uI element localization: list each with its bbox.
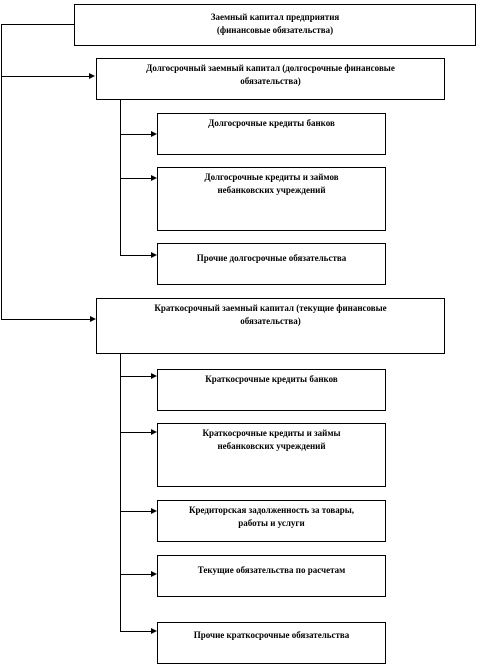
connector-short-child-2: [120, 432, 151, 433]
connector-short-child-5: [120, 631, 151, 632]
node-short-child-3-line2: работы и услуги: [238, 518, 305, 528]
node-short-term-line1: Краткосрочный заемный капитал (текущие ф…: [154, 303, 387, 313]
arrow-short-child-1: [151, 373, 157, 379]
connector-long-child-3: [120, 255, 151, 256]
node-short-term: Краткосрочный заемный капитал (текущие ф…: [96, 298, 445, 354]
node-short-child-2-line1: Краткосрочные кредиты и займы: [202, 428, 341, 438]
arrow-short-child-2: [151, 429, 157, 435]
arrow-short-term: [90, 316, 96, 322]
node-long-child-3-line1: Прочие долгосрочные обязательства: [196, 253, 347, 263]
connector-short-child-4: [120, 574, 151, 575]
arrow-long-child-3: [151, 252, 157, 258]
node-short-child-4-line1: Текущие обязательства по расчетам: [197, 565, 346, 575]
node-short-child-5: Прочие краткосрочные обязательства: [157, 622, 386, 664]
node-long-term-line2: обязательства): [240, 76, 301, 86]
node-long-child-1: Долгосрочные кредиты банков: [157, 113, 386, 155]
node-long-child-1-line1: Долгосрочные кредиты банков: [208, 118, 335, 128]
connector-long-child-2: [120, 178, 151, 179]
node-short-child-3: Кредиторская задолженность за товары, ра…: [157, 500, 386, 542]
arrow-short-child-5: [151, 628, 157, 634]
node-long-child-2-line1: Долгосрочные кредиты и займов: [204, 172, 339, 182]
connector-short-child-3: [120, 511, 151, 512]
connector-long-child-1: [120, 134, 151, 135]
connector-short-term-spine: [120, 354, 121, 632]
node-long-child-3: Прочие долгосрочные обязательства: [157, 243, 386, 285]
node-short-child-1-line1: Краткосрочные кредиты банков: [205, 374, 338, 384]
connector-root-spine: [1, 24, 2, 320]
node-short-child-4: Текущие обязательства по расчетам: [157, 555, 386, 597]
connector-to-short-term: [1, 319, 90, 320]
node-long-child-2: Долгосрочные кредиты и займов небанковск…: [157, 167, 386, 231]
node-short-child-5-line1: Прочие краткосрочные обязательства: [193, 630, 350, 640]
connector-short-child-1: [120, 376, 151, 377]
arrow-long-child-1: [151, 131, 157, 137]
node-short-child-2: Краткосрочные кредиты и займы небанковск…: [157, 423, 386, 487]
connector-root-stub: [1, 24, 74, 25]
arrow-short-child-3: [151, 508, 157, 514]
node-short-child-3-line1: Кредиторская задолженность за товары,: [188, 505, 354, 515]
arrow-long-term: [89, 73, 95, 79]
connector-to-long-term: [1, 76, 89, 77]
node-root-title: Заемный капитал предприятия: [210, 12, 340, 22]
node-root: Заемный капитал предприятия (финансовые …: [74, 4, 476, 46]
node-long-term-line1: Долгосрочный заемный капитал (долгосрочн…: [146, 63, 395, 73]
node-short-term-line2: обязательства): [240, 316, 301, 326]
node-long-child-2-line2: небанковских учреждений: [217, 185, 326, 195]
arrow-long-child-2: [151, 175, 157, 181]
connector-long-term-spine: [120, 99, 121, 256]
node-short-child-1: Краткосрочные кредиты банков: [157, 369, 386, 411]
arrow-short-child-4: [151, 571, 157, 577]
node-long-term: Долгосрочный заемный капитал (долгосрочн…: [96, 58, 445, 100]
node-root-subtitle: (финансовые обязательства): [216, 25, 334, 35]
node-short-child-2-line2: небанковских учреждений: [217, 441, 326, 451]
